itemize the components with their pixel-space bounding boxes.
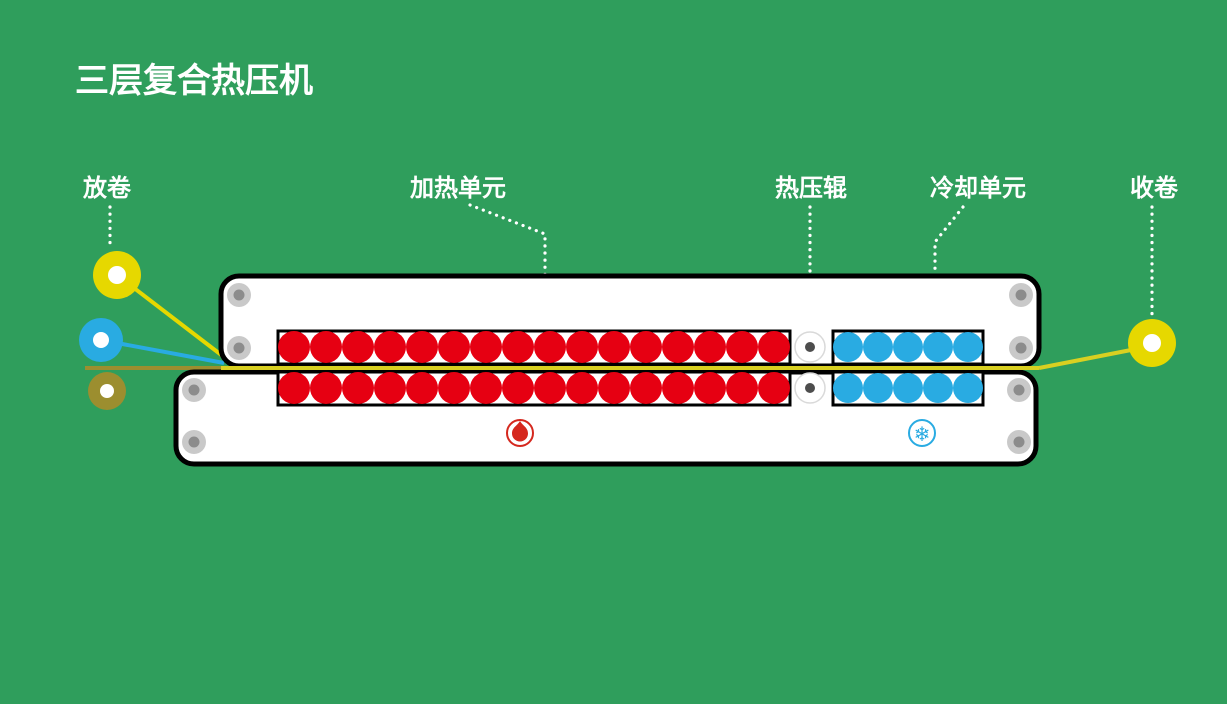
heating-roller [566,331,598,363]
cooling-roller [893,373,923,403]
heating-roller [534,331,566,363]
unwind-roll-top-core [108,266,126,284]
unwind-roll-middle [79,318,123,362]
cooling-roller [923,373,953,403]
heating-roller [438,331,470,363]
heating-roller [278,372,310,404]
bolt-icon-center [1015,289,1027,301]
heating-rollers-bottom-row [278,372,790,404]
heating-roller [566,372,598,404]
heating-roller [598,372,630,404]
flame-icon-ring [506,419,534,447]
cooling-roller [953,373,983,403]
bolt-icon-center [188,436,200,448]
label-rewind: 收卷 [1130,174,1179,202]
label-unwind: 放卷 [82,174,132,202]
cooling-roller [833,373,863,403]
rewind-roll-core [1143,334,1161,352]
heating-roller [374,372,406,404]
flame-icon-glyph [512,421,528,442]
cooling-roller [833,332,863,362]
bolt-icon-center [233,289,245,301]
heating-roller [758,372,790,404]
heating-rollers-top-row [278,331,790,363]
plate-bolts [182,283,1033,454]
heating-roller [758,331,790,363]
heating-roller [598,331,630,363]
heating-roller [726,331,758,363]
heating-roller [662,331,694,363]
press-roller-hub [805,383,815,393]
heating-roller [470,372,502,404]
snowflake-icon-ring [908,419,936,447]
heating-roller [662,372,694,404]
heating-roller [374,331,406,363]
heating-roller [438,372,470,404]
heating-roller [470,331,502,363]
bolt-icon-center [233,342,245,354]
cooling-roller [863,332,893,362]
heating-roller [630,331,662,363]
heating-roller [310,372,342,404]
heating-roller [342,331,374,363]
snowflake-icon: ❄ [908,419,936,447]
unwind-roll-bottom-core [100,384,114,398]
heating-roller [406,331,438,363]
heating-roller [694,372,726,404]
cooling-roller [953,332,983,362]
heating-roller [278,331,310,363]
label-press-roller: 热压辊 [775,174,847,202]
bolt-icon-center [1013,384,1025,396]
flame-icon [506,419,534,447]
label-cooling-unit: 冷却单元 [930,174,1026,202]
bolt-icon-center [1015,342,1027,354]
heating-roller [726,372,758,404]
heating-roller [694,331,726,363]
cooling-rollers-bottom-row [833,373,983,403]
bolt-icon-center [188,384,200,396]
heating-roller [406,372,438,404]
cooling-roller [923,332,953,362]
rewind-roll [1128,319,1176,367]
unwind-roll-middle-core [93,332,109,348]
label-heating-unit: 加热单元 [410,174,506,202]
heating-roller [342,372,374,404]
press-roller-top [794,331,826,363]
heating-roller [310,331,342,363]
cooling-roller [893,332,923,362]
bolt-icon-center [1013,436,1025,448]
press-roller-hub [805,342,815,352]
heating-roller [502,372,534,404]
snowflake-icon-glyph: ❄ [914,422,931,446]
cooling-rollers-top-row [833,332,983,362]
press-roller-bottom [794,372,826,404]
heating-roller [630,372,662,404]
page-title: 三层复合热压机 [75,61,313,101]
unwind-roll-top [93,251,141,299]
unwind-roll-bottom [88,372,126,410]
web-line-exit [1038,348,1132,370]
heating-roller [534,372,566,404]
heating-roller [502,331,534,363]
cooling-roller [863,373,893,403]
